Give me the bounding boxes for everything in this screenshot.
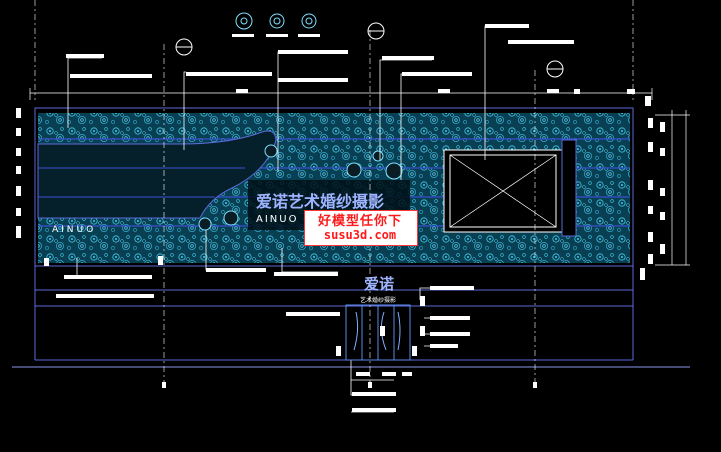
right-dimension-marks — [640, 118, 665, 280]
door-marks — [336, 296, 425, 376]
top-symbol-labels — [232, 34, 320, 37]
patterned-facade-panel — [37, 113, 630, 263]
watermark-url: susu3d.com — [323, 228, 397, 242]
section-callout-markers — [175, 22, 564, 78]
annotation-text-bars — [56, 24, 574, 412]
top-ornament-symbols — [235, 12, 317, 30]
door-sign-chinese: 爱诺 — [364, 275, 394, 293]
shop-sign-chinese: 爱诺艺术婚纱摄影 — [256, 192, 384, 211]
right-dimension-ladder — [655, 110, 690, 266]
top-dimension-marks — [236, 89, 651, 106]
entrance-door — [345, 304, 411, 361]
left-dimension-marks — [16, 108, 163, 266]
panel-sign-english-left: AINUO — [52, 225, 96, 235]
door-sign-subtitle: 艺术婚纱摄影 — [360, 296, 396, 304]
bottom-tick-labels — [162, 382, 537, 388]
shop-sign-english: AINUO W — [256, 214, 316, 225]
dashed-reference-lines — [34, 0, 634, 385]
watermark-text: 好模型任你下 — [317, 214, 402, 229]
watermark-box — [304, 210, 418, 246]
